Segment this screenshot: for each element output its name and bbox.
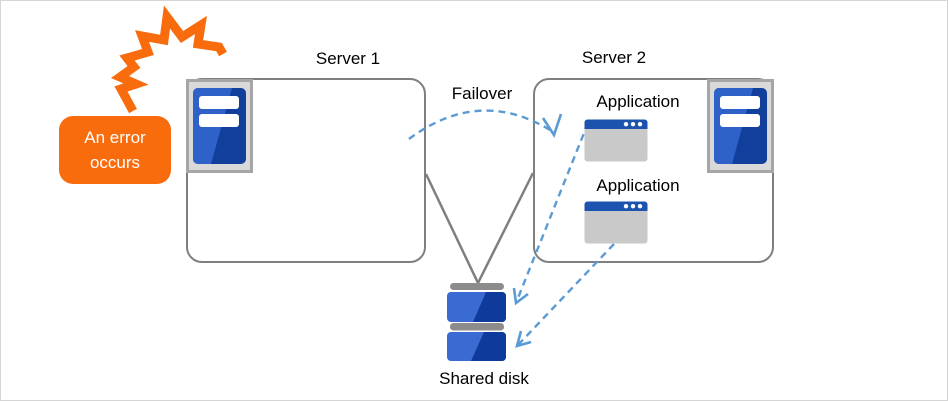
server1-tower-icon xyxy=(186,79,253,173)
error-callout-text: An error occurs xyxy=(84,127,146,173)
server2-tower-icon xyxy=(707,79,774,173)
server2-label: Server 2 xyxy=(581,48,647,67)
application1-label: Application xyxy=(596,92,680,111)
application-window-icon xyxy=(584,201,648,244)
application-window-icon xyxy=(584,119,648,162)
shared-disk-label: Shared disk xyxy=(439,369,529,388)
application2-label: Application xyxy=(596,176,680,195)
failover-label: Failover xyxy=(451,84,513,103)
server-disk-connector-lines xyxy=(424,172,535,284)
server1-label: Server 1 xyxy=(315,49,381,68)
error-callout: An error occurs xyxy=(59,116,171,184)
shared-disk-icon xyxy=(447,283,506,361)
